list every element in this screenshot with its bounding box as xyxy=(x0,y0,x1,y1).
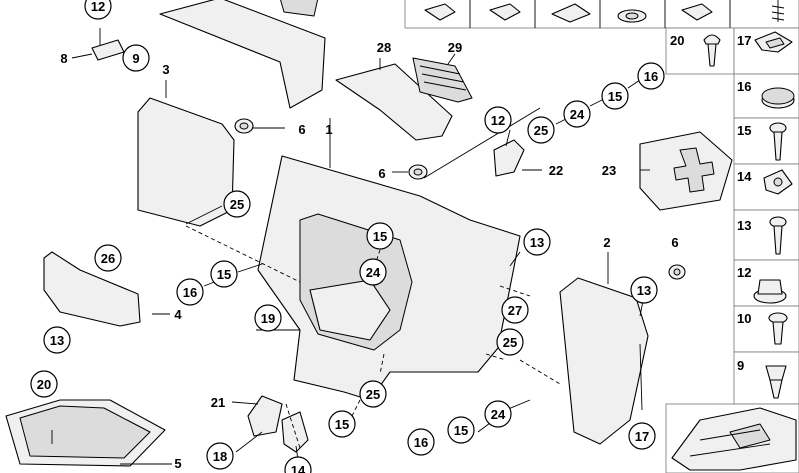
side-panel-part-3 xyxy=(137,80,235,227)
legend-number-15: 15 xyxy=(737,123,751,138)
callout-25: 25 xyxy=(366,387,380,402)
tray-part-28 xyxy=(335,58,453,141)
bracket-part-22 xyxy=(493,139,525,177)
callout-6: 6 xyxy=(298,122,305,137)
callout-28: 28 xyxy=(377,40,391,55)
callout-21: 21 xyxy=(211,395,225,410)
first-aid-kit-part-23 xyxy=(639,131,733,211)
legend-number-10: 10 xyxy=(737,311,751,326)
callout-15: 15 xyxy=(454,423,468,438)
callout-15: 15 xyxy=(373,229,387,244)
small-bracket-part xyxy=(91,28,125,61)
callout-26: 26 xyxy=(101,251,115,266)
round-cap-icon xyxy=(761,87,795,109)
clip-icon-9 xyxy=(765,365,787,399)
legend-number-20: 20 xyxy=(670,33,684,48)
callout-29: 29 xyxy=(448,40,462,55)
callout-25: 25 xyxy=(230,197,244,212)
screw-icon-13 xyxy=(769,216,787,255)
side-panel-part-2 xyxy=(559,252,649,445)
legend-number-14: 14 xyxy=(737,169,752,184)
callout-22: 22 xyxy=(549,163,563,178)
callout-8: 8 xyxy=(60,51,67,66)
legend-number-12: 12 xyxy=(737,265,751,280)
callout-13: 13 xyxy=(50,333,64,348)
legend-number-16: 16 xyxy=(737,79,751,94)
callout-6: 6 xyxy=(378,166,385,181)
callout-16: 16 xyxy=(644,69,658,84)
grille-part-29 xyxy=(412,53,473,103)
callout-12: 12 xyxy=(491,113,505,128)
callout-15: 15 xyxy=(217,267,231,282)
callout-13: 13 xyxy=(530,235,544,250)
callout-6: 6 xyxy=(671,235,678,250)
flange-nut-icon xyxy=(753,279,787,304)
callout-18: 18 xyxy=(213,449,227,464)
callout-27: 27 xyxy=(508,303,522,318)
callout-15: 15 xyxy=(608,89,622,104)
top-parts-strip xyxy=(404,0,799,29)
callout-2: 2 xyxy=(603,235,610,250)
grommet-part xyxy=(234,118,686,280)
callout-15: 15 xyxy=(335,417,349,432)
spring-nut-icon xyxy=(754,31,793,53)
legend-column: 20 17 16 15 14 13 12 10 9 xyxy=(665,27,799,473)
screw-icon-15 xyxy=(769,122,787,161)
callout-13: 13 xyxy=(637,283,651,298)
lower-bracket-part-4 xyxy=(43,251,141,327)
callout-24: 24 xyxy=(491,407,506,422)
callout-4: 4 xyxy=(174,307,182,322)
callout-23: 23 xyxy=(602,163,616,178)
callout-24: 24 xyxy=(570,107,585,122)
trunk-lining-part-1 xyxy=(257,118,521,401)
callouts: 12 8 9 3 28 29 6 1 6 25 15 24 26 15 16 1… xyxy=(30,0,679,473)
callout-14: 14 xyxy=(291,463,306,473)
clip-nut-icon xyxy=(763,169,793,195)
upper-cover-part xyxy=(159,0,326,109)
callout-20: 20 xyxy=(37,377,51,392)
callout-3: 3 xyxy=(162,62,169,77)
vehicle-thumbnail xyxy=(671,407,797,471)
expanding-rivet-icon xyxy=(768,312,788,345)
callout-16: 16 xyxy=(183,285,197,300)
mount-bracket-part-21 xyxy=(247,395,283,437)
callout-16: 16 xyxy=(414,435,428,450)
callout-25: 25 xyxy=(503,335,517,350)
push-rivet-icon xyxy=(703,34,721,67)
callout-5: 5 xyxy=(174,456,181,471)
legend-number-9: 9 xyxy=(737,358,744,373)
legend-number-13: 13 xyxy=(737,218,751,233)
callout-17: 17 xyxy=(635,429,649,444)
callout-12: 12 xyxy=(91,0,105,14)
callout-1: 1 xyxy=(325,122,332,137)
callout-25: 25 xyxy=(534,123,548,138)
legend-number-17: 17 xyxy=(737,33,751,48)
callout-9: 9 xyxy=(132,51,139,66)
callout-24: 24 xyxy=(366,265,381,280)
callout-19: 19 xyxy=(261,311,275,326)
floor-mat-part-5 xyxy=(5,399,166,467)
